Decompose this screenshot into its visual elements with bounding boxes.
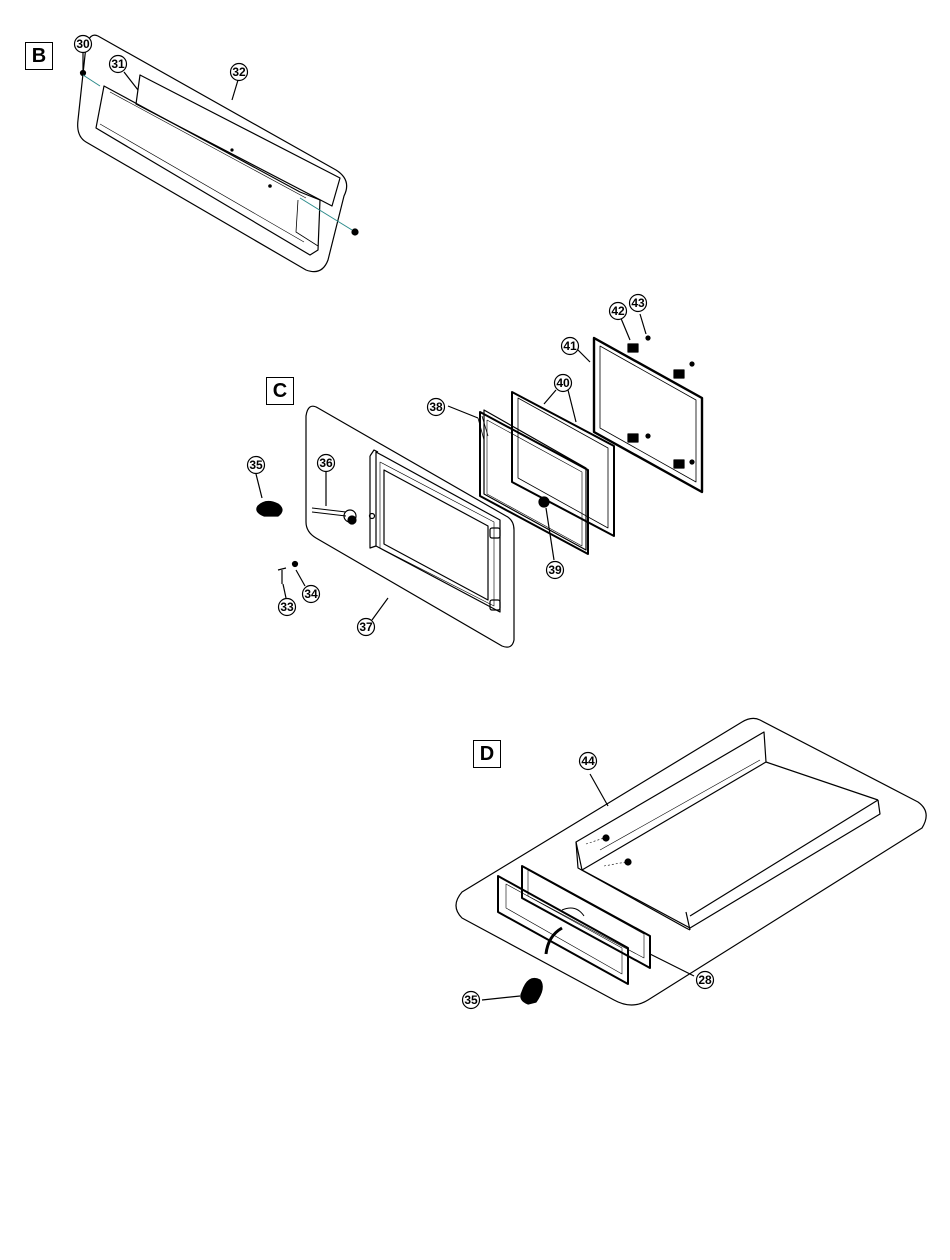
svg-text:42: 42 [611,304,625,318]
svg-text:38: 38 [429,400,443,414]
callout-40: 40 [555,375,572,392]
part-35-knob-d [521,979,542,1005]
svg-text:41: 41 [563,339,577,353]
callout-35b: 35 [463,992,480,1009]
callout-32: 32 [231,64,248,81]
svg-text:44: 44 [581,754,595,768]
svg-text:31: 31 [111,57,125,71]
section-c-plate [306,406,514,647]
callout-44: 44 [580,753,597,770]
part-32-tray [96,86,320,255]
part-b-right-screw [300,198,358,235]
svg-text:35: 35 [249,458,263,472]
part-36-latch [312,508,346,516]
section-c-group [256,314,702,647]
svg-text:35: 35 [464,993,478,1007]
svg-text:30: 30 [76,37,90,51]
callout-36: 36 [318,455,335,472]
svg-text:33: 33 [280,600,294,614]
part-d-front-panel [498,876,628,984]
callout-35a: 35 [248,457,265,474]
svg-text:36: 36 [319,456,333,470]
part-41-frame [594,338,702,492]
callout-37: 37 [358,619,375,636]
callout-30: 30 [75,36,92,53]
callout-33: 33 [279,599,296,616]
callout-43: 43 [630,295,647,312]
callout-28: 28 [697,972,714,989]
part-40-gasket [512,392,614,536]
callout-39: 39 [547,562,564,579]
callout-42: 42 [610,303,627,320]
part-28-gasket [522,866,650,968]
callout-41: 41 [562,338,579,355]
svg-text:40: 40 [556,376,570,390]
part-34-washer [293,562,298,567]
callout-38: 38 [428,399,445,416]
section-d-plate [456,718,926,1005]
part-35-knob [257,501,282,516]
svg-text:28: 28 [698,973,712,987]
part-33-pin [278,568,286,584]
section-d-group [456,718,926,1005]
svg-text:34: 34 [304,587,318,601]
callout-31: 31 [110,56,127,73]
part-31-panel [136,75,340,206]
svg-text:37: 37 [359,620,373,634]
callouts: 30 31 32 35 36 33 34 37 38 39 40 41 42 4… [75,36,714,1009]
part-30-screw [81,71,101,87]
svg-text:39: 39 [548,563,562,577]
svg-text:32: 32 [232,65,246,79]
callout-34: 34 [303,586,320,603]
svg-text:43: 43 [631,296,645,310]
